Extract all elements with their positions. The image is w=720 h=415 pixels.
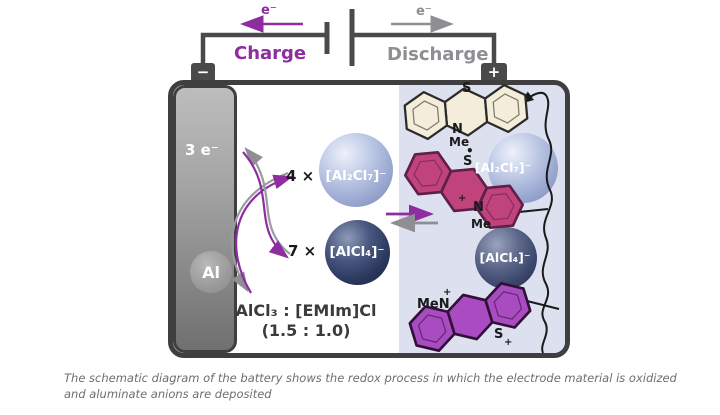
minus-icon: − xyxy=(196,63,210,81)
discharge-electron-label: e⁻ xyxy=(416,4,432,19)
radical-me-label: Me xyxy=(471,217,492,231)
alcl4-sphere-middle xyxy=(325,220,390,285)
dication-plus-s-label: + xyxy=(504,337,513,348)
plus-icon: + xyxy=(487,63,501,81)
dication-plus-n-label: + xyxy=(443,287,452,298)
battery-symbol-icon xyxy=(324,9,355,66)
charge-label: Charge xyxy=(234,43,307,64)
radical-n-label: N xyxy=(473,200,484,215)
top-count-label: 4 × xyxy=(286,167,315,185)
neutral-s-label: S xyxy=(462,81,472,96)
radical-plus-label: + xyxy=(458,193,467,204)
alcl4-middle-label: [AlCl₄]⁻ xyxy=(329,244,385,260)
bottom-count-label: 7 × xyxy=(288,242,317,260)
caption-line1: The schematic diagram of the battery sho… xyxy=(64,371,677,385)
radical-s-label: S xyxy=(463,154,473,169)
discharge-label: Discharge xyxy=(387,44,489,65)
electrolyte-line1: AlCl₃ : [EMIm]Cl xyxy=(235,301,377,320)
aluminium-electrode xyxy=(173,85,237,353)
al2cl7-middle-label: [Al₂Cl₇]⁻ xyxy=(325,168,387,184)
caption-line2: and aluminate anions are deposited xyxy=(64,387,272,401)
aluminium-atom-label: Al xyxy=(202,262,220,282)
electrolyte-formula: AlCl₃ : [EMIm]Cl (1.5 : 1.0) xyxy=(233,301,379,341)
dication-s-label: S xyxy=(494,327,504,342)
al2cl7-cathode-label: [Al₂Cl₇]⁻ xyxy=(474,160,532,175)
al2cl7-sphere-middle xyxy=(319,133,393,207)
dication-men-label: MeN xyxy=(417,297,450,312)
electrons-label: 3 e⁻ xyxy=(185,141,219,159)
negative-terminal: − xyxy=(191,63,215,82)
charge-electron-label: e⁻ xyxy=(261,3,277,18)
neutral-me-label: Me xyxy=(449,135,470,149)
positive-terminal: + xyxy=(481,63,507,82)
electrolyte-line2: (1.5 : 1.0) xyxy=(261,321,351,340)
radical-dot-label: • xyxy=(466,144,474,158)
aluminium-atom: Al xyxy=(190,251,232,293)
alcl4-cathode-label: [AlCl₄]⁻ xyxy=(479,250,531,265)
